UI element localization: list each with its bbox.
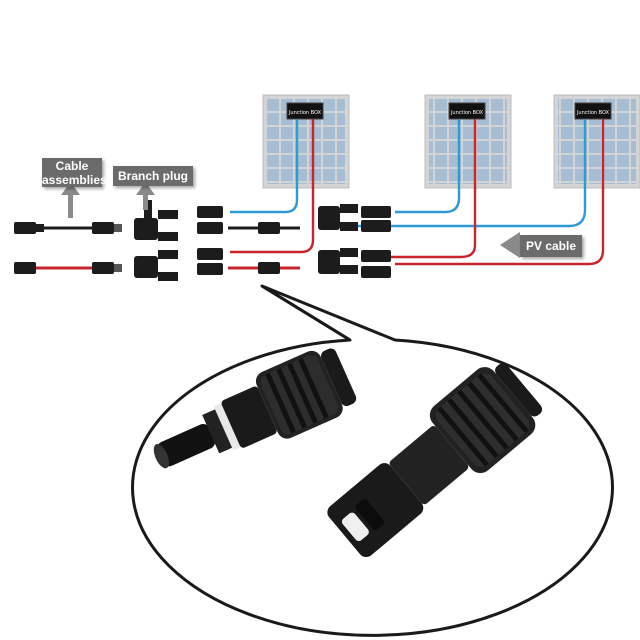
connector-row-1 bbox=[14, 200, 391, 241]
cable-assemblies-label: Cable assemblies bbox=[42, 158, 107, 187]
zoom-callout-bubble bbox=[131, 284, 614, 637]
pv-cable-label: PV cable bbox=[520, 235, 582, 257]
solar-panel-3: Junction BOX bbox=[553, 94, 640, 189]
female-connector-closeup bbox=[327, 363, 543, 558]
solar-panel-2: Junction BOX bbox=[424, 94, 512, 189]
junction-box-label: Junction BOX bbox=[576, 110, 610, 116]
pv-cable-arrow bbox=[500, 232, 520, 258]
male-connector-closeup bbox=[153, 348, 357, 469]
junction-box-label: Junction BOX bbox=[288, 110, 322, 116]
junction-box-label: Junction BOX bbox=[450, 110, 484, 116]
wiring bbox=[35, 119, 605, 270]
branch-plug-label: Branch plug bbox=[113, 166, 193, 186]
label-arrows bbox=[61, 182, 520, 258]
connector-row-2 bbox=[14, 248, 391, 281]
solar-panel-1: Junction BOX bbox=[262, 94, 350, 189]
